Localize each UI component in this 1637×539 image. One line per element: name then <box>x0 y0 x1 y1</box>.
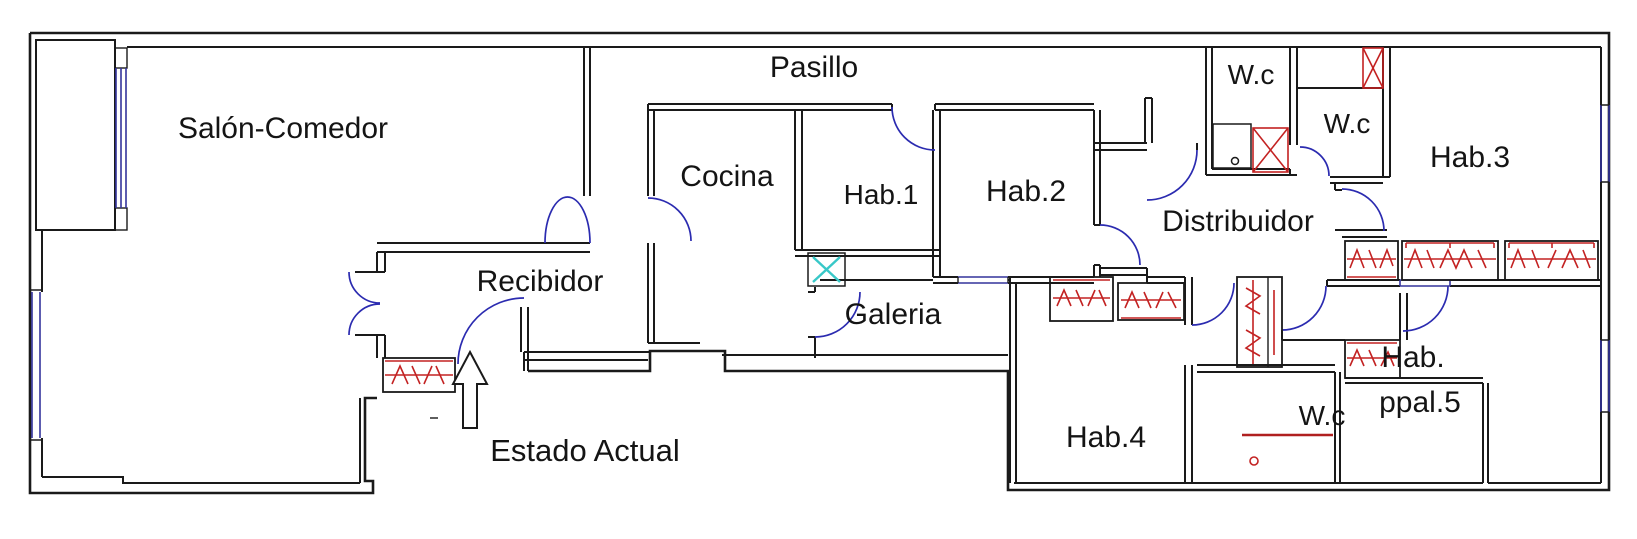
label-wc1: W.c <box>1228 59 1275 90</box>
pasillo-distrib-door-icon <box>1146 149 1198 201</box>
wc1-walls <box>1205 47 1298 176</box>
galeria-window <box>958 276 1008 284</box>
label-hab4: Hab.4 <box>1066 421 1146 454</box>
galeria-left-wall <box>808 287 816 358</box>
windows <box>957 104 1610 413</box>
hab4-closet-b <box>1117 282 1185 321</box>
entry-wall <box>523 351 650 371</box>
distrib-closet-column <box>1236 276 1283 368</box>
balcony-window-cap-top <box>114 47 128 69</box>
galeria-window-caps <box>957 277 1009 283</box>
lobby-walls <box>1281 293 1408 341</box>
partition-walls <box>355 47 1601 483</box>
label-salon: Salón-Comedor <box>178 112 388 145</box>
wc2-fixture-box <box>1362 47 1384 89</box>
vestibule-wall <box>583 47 591 196</box>
balcony-window <box>115 68 127 208</box>
outer-boundary-left <box>28 33 377 495</box>
hab3-door-icon <box>1341 188 1385 232</box>
hab5-door-icon <box>1402 285 1449 332</box>
outer-walls <box>28 31 1611 495</box>
wc1-shower-tray <box>1212 123 1252 169</box>
closets <box>382 240 1599 393</box>
pasillo-pilaster <box>1144 97 1153 143</box>
balcony <box>35 39 128 231</box>
entry-door-icon <box>457 297 525 365</box>
hab5-window <box>1600 340 1610 412</box>
salon-double-door-leaf1-icon <box>348 271 381 304</box>
label-wc3: W.c <box>1299 400 1346 431</box>
recibidor-closet <box>382 357 456 393</box>
label-distribuidor: Distribuidor <box>1162 205 1314 238</box>
outer-boundary <box>30 31 1611 492</box>
duct-shaft <box>807 252 846 287</box>
balcony-window-cap-bottom <box>114 207 128 231</box>
label-pasillo: Pasillo <box>770 51 858 84</box>
cocina-left-wall <box>647 104 700 344</box>
inner-left-bottom-wall <box>41 230 361 484</box>
label-galeria: Galeria <box>845 298 942 331</box>
wc2-door-icon <box>1299 146 1330 177</box>
hab1-hab2-wall <box>932 110 941 277</box>
hab2-door-icon <box>1099 224 1141 266</box>
label-hab1: Hab.1 <box>844 179 919 210</box>
label-hab3: Hab.3 <box>1430 141 1510 174</box>
window-glass <box>31 292 41 438</box>
hab4-closet-a <box>1049 276 1114 322</box>
wc3-walls <box>1197 364 1341 483</box>
pasillo-south-wall <box>648 103 1094 111</box>
wc2-hab3-wall <box>1382 48 1391 177</box>
hab3-window <box>1600 105 1610 182</box>
wc1-fixture-box <box>1252 127 1289 173</box>
hab3-closet-1 <box>1344 240 1399 281</box>
hab3-closet-2 <box>1401 240 1499 281</box>
label-hab2: Hab.2 <box>986 175 1066 208</box>
hab4-right-wall <box>1184 277 1193 483</box>
label-hab5-line1: Hab. <box>1381 341 1444 374</box>
salon-double-door-leaf2-icon <box>348 303 381 336</box>
recibidor-passage-door-icon <box>544 196 591 244</box>
hab3-door-south-wall <box>1342 229 1387 238</box>
hab1-bottom-wall <box>795 249 940 257</box>
hab5-lower-left-walls <box>1345 377 1489 483</box>
pasillo-distrib-wall <box>1094 142 1198 151</box>
hab3-closet-3 <box>1504 240 1599 281</box>
galeria-hab4-wall <box>1009 277 1017 483</box>
distrib-arm-top-wall <box>1100 267 1185 284</box>
galeria-bottom-inner <box>524 351 1008 356</box>
salon-door-jambs <box>355 252 386 358</box>
left-facade-window <box>30 289 42 441</box>
salon-recibidor-wall <box>377 242 590 253</box>
wc2-walls <box>1297 87 1390 231</box>
hab2-right-wall <box>1093 110 1101 277</box>
label-cocina: Cocina <box>680 160 774 193</box>
fixtures <box>430 47 1384 466</box>
wc3-drain <box>1249 456 1259 466</box>
hab4-door-icon <box>1191 282 1235 326</box>
galeria-door-icon <box>814 291 861 338</box>
hab1-door-icon <box>891 106 936 151</box>
label-recibidor: Recibidor <box>477 265 604 298</box>
label-hab5-line2: ppal.5 <box>1379 386 1461 419</box>
window-caps <box>30 289 42 441</box>
room-labels: Salón-Comedor Recibidor Pasillo Cocina H… <box>178 51 1510 468</box>
balcony-box <box>35 39 116 231</box>
wc1-drain <box>1230 156 1240 166</box>
entrance-arrow-icon <box>451 349 489 429</box>
duct-x-icon <box>812 256 841 283</box>
hab5-window-caps <box>1601 339 1609 413</box>
hab5-closet <box>1344 339 1401 379</box>
doors <box>348 106 1449 365</box>
label-wc2: W.c <box>1324 108 1371 139</box>
plan-title: Estado Actual <box>490 433 680 468</box>
wc3-lobby-door-icon <box>1281 285 1327 331</box>
cocina-hab1-wall <box>794 110 803 250</box>
hab3-window-caps <box>1601 104 1609 183</box>
cocina-door-icon <box>647 197 692 242</box>
